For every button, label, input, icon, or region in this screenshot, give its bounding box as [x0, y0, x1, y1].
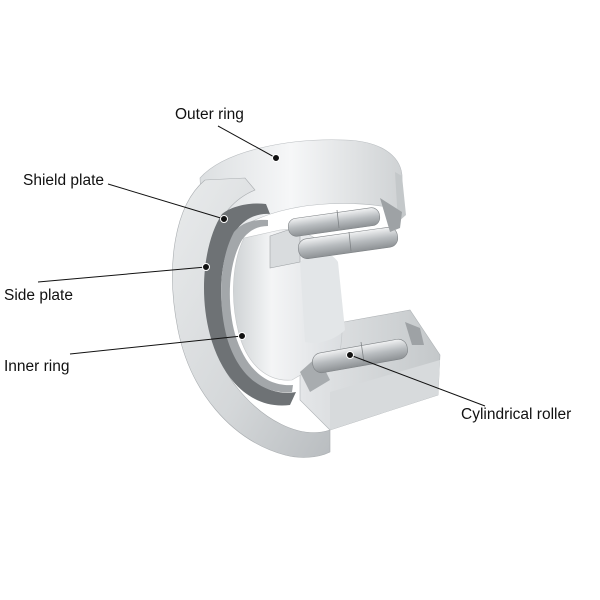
cylindrical-roller: [300, 322, 424, 392]
label-side-plate: Side plate: [4, 287, 73, 304]
label-cylindrical-roller: Cylindrical roller: [461, 406, 572, 423]
leader-cylindrical-roller: [346, 351, 486, 407]
label-inner-ring: Inner ring: [4, 358, 70, 375]
label-shield-plate: Shield plate: [23, 172, 105, 189]
upper-rollers: [269, 198, 402, 269]
shield-plate: [203, 203, 296, 406]
side-plate: [221, 219, 293, 393]
leader-inner-ring: [69, 332, 246, 355]
inner-ring: [233, 229, 345, 381]
leader-outer-ring: [217, 125, 280, 162]
label-outer-ring: Outer ring: [175, 106, 244, 123]
leader-side-plate: [37, 263, 210, 283]
leader-shield-plate: [107, 183, 228, 223]
